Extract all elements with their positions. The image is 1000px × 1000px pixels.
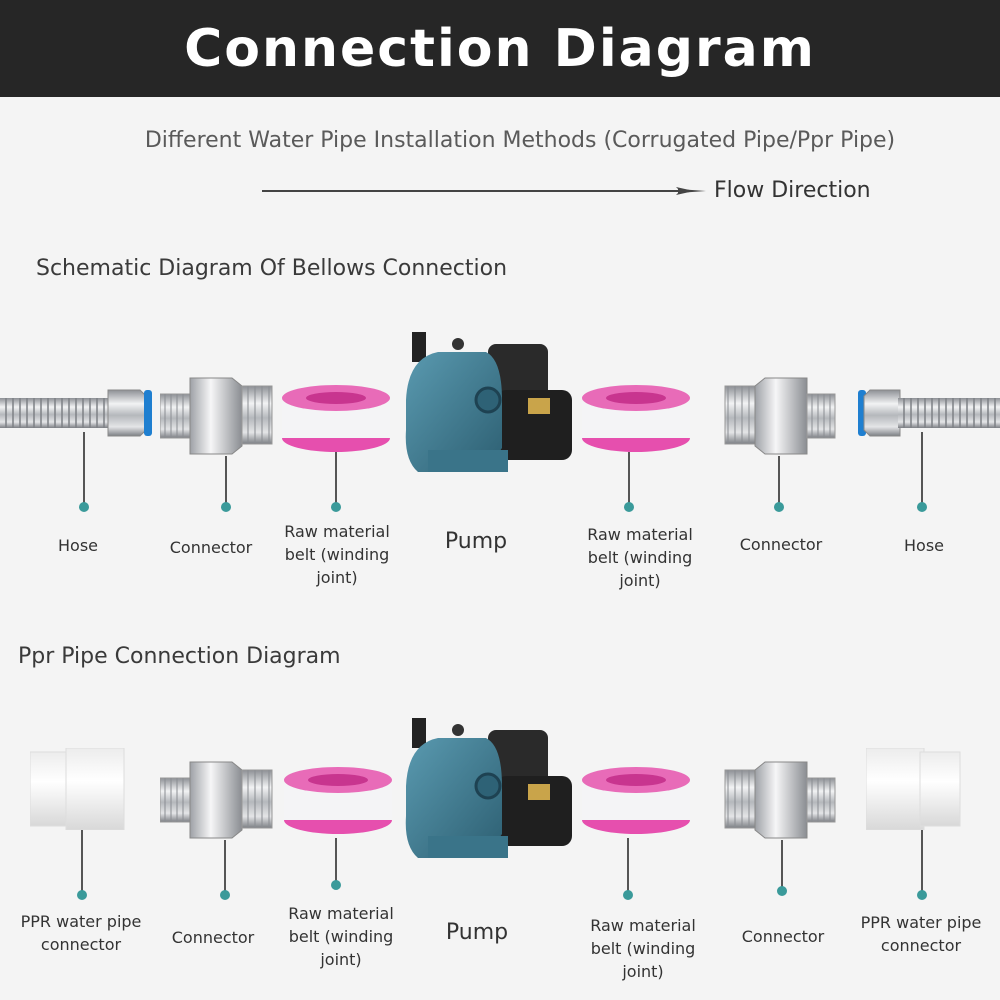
tape-icon (280, 384, 392, 456)
label-connector-right: Connector (741, 927, 825, 946)
label-ppr-left: PPR water pipe connector (20, 912, 142, 954)
label-tape-left: Raw material belt (winding joint) (284, 522, 390, 587)
label-connector-left: Connector (169, 538, 253, 557)
leader-line (335, 452, 337, 504)
tape-icon (580, 384, 692, 456)
pump-icon (398, 716, 580, 866)
flow-direction-line (262, 190, 690, 192)
leader-line (335, 838, 337, 882)
leader-dot (917, 890, 927, 900)
connector-icon (722, 756, 837, 842)
leader-line (83, 432, 85, 504)
connector-icon (160, 756, 275, 842)
label-tape-right: Raw material belt (winding joint) (587, 525, 693, 590)
label-connector-left: Connector (171, 928, 255, 947)
ppr-connector-icon (30, 748, 126, 830)
label-pump: Pump (445, 920, 509, 945)
pump-icon (398, 330, 580, 480)
tape-icon (282, 766, 394, 838)
leader-dot (917, 502, 927, 512)
leader-line (628, 452, 630, 504)
leader-line (627, 838, 629, 892)
subtitle: Different Water Pipe Installation Method… (144, 128, 896, 153)
leader-dot (774, 502, 784, 512)
label-pump: Pump (444, 529, 508, 554)
leader-dot (331, 880, 341, 890)
label-hose-right: Hose (904, 536, 944, 555)
ppr-connector-icon (866, 748, 962, 830)
label-connector-right: Connector (739, 535, 823, 554)
page-title: Connection Diagram (184, 18, 816, 79)
leader-dot (624, 502, 634, 512)
leader-dot (777, 886, 787, 896)
hose-icon (0, 382, 160, 442)
label-hose-left: Hose (58, 536, 98, 555)
leader-dot (220, 890, 230, 900)
label-ppr-right: PPR water pipe connector (860, 913, 982, 955)
leader-line (224, 840, 226, 892)
header-banner: Connection Diagram (0, 0, 1000, 97)
connector-icon (160, 372, 275, 458)
leader-dot (331, 502, 341, 512)
leader-line (778, 456, 780, 504)
leader-line (921, 830, 923, 892)
hose-icon (858, 382, 1000, 442)
leader-line (81, 830, 83, 892)
tape-icon (580, 766, 692, 838)
label-tape-right: Raw material belt (winding joint) (590, 916, 696, 981)
leader-line (921, 432, 923, 504)
leader-line (781, 840, 783, 888)
label-tape-left: Raw material belt (winding joint) (288, 904, 394, 969)
arrow-right-icon (676, 182, 708, 200)
leader-dot (79, 502, 89, 512)
section-title-ppr: Ppr Pipe Connection Diagram (18, 644, 341, 669)
section-title-bellows: Schematic Diagram Of Bellows Connection (36, 256, 508, 281)
leader-dot (77, 890, 87, 900)
connector-icon (722, 372, 837, 458)
leader-line (225, 456, 227, 504)
leader-dot (221, 502, 231, 512)
leader-dot (623, 890, 633, 900)
flow-direction-label: Flow Direction (714, 178, 871, 203)
